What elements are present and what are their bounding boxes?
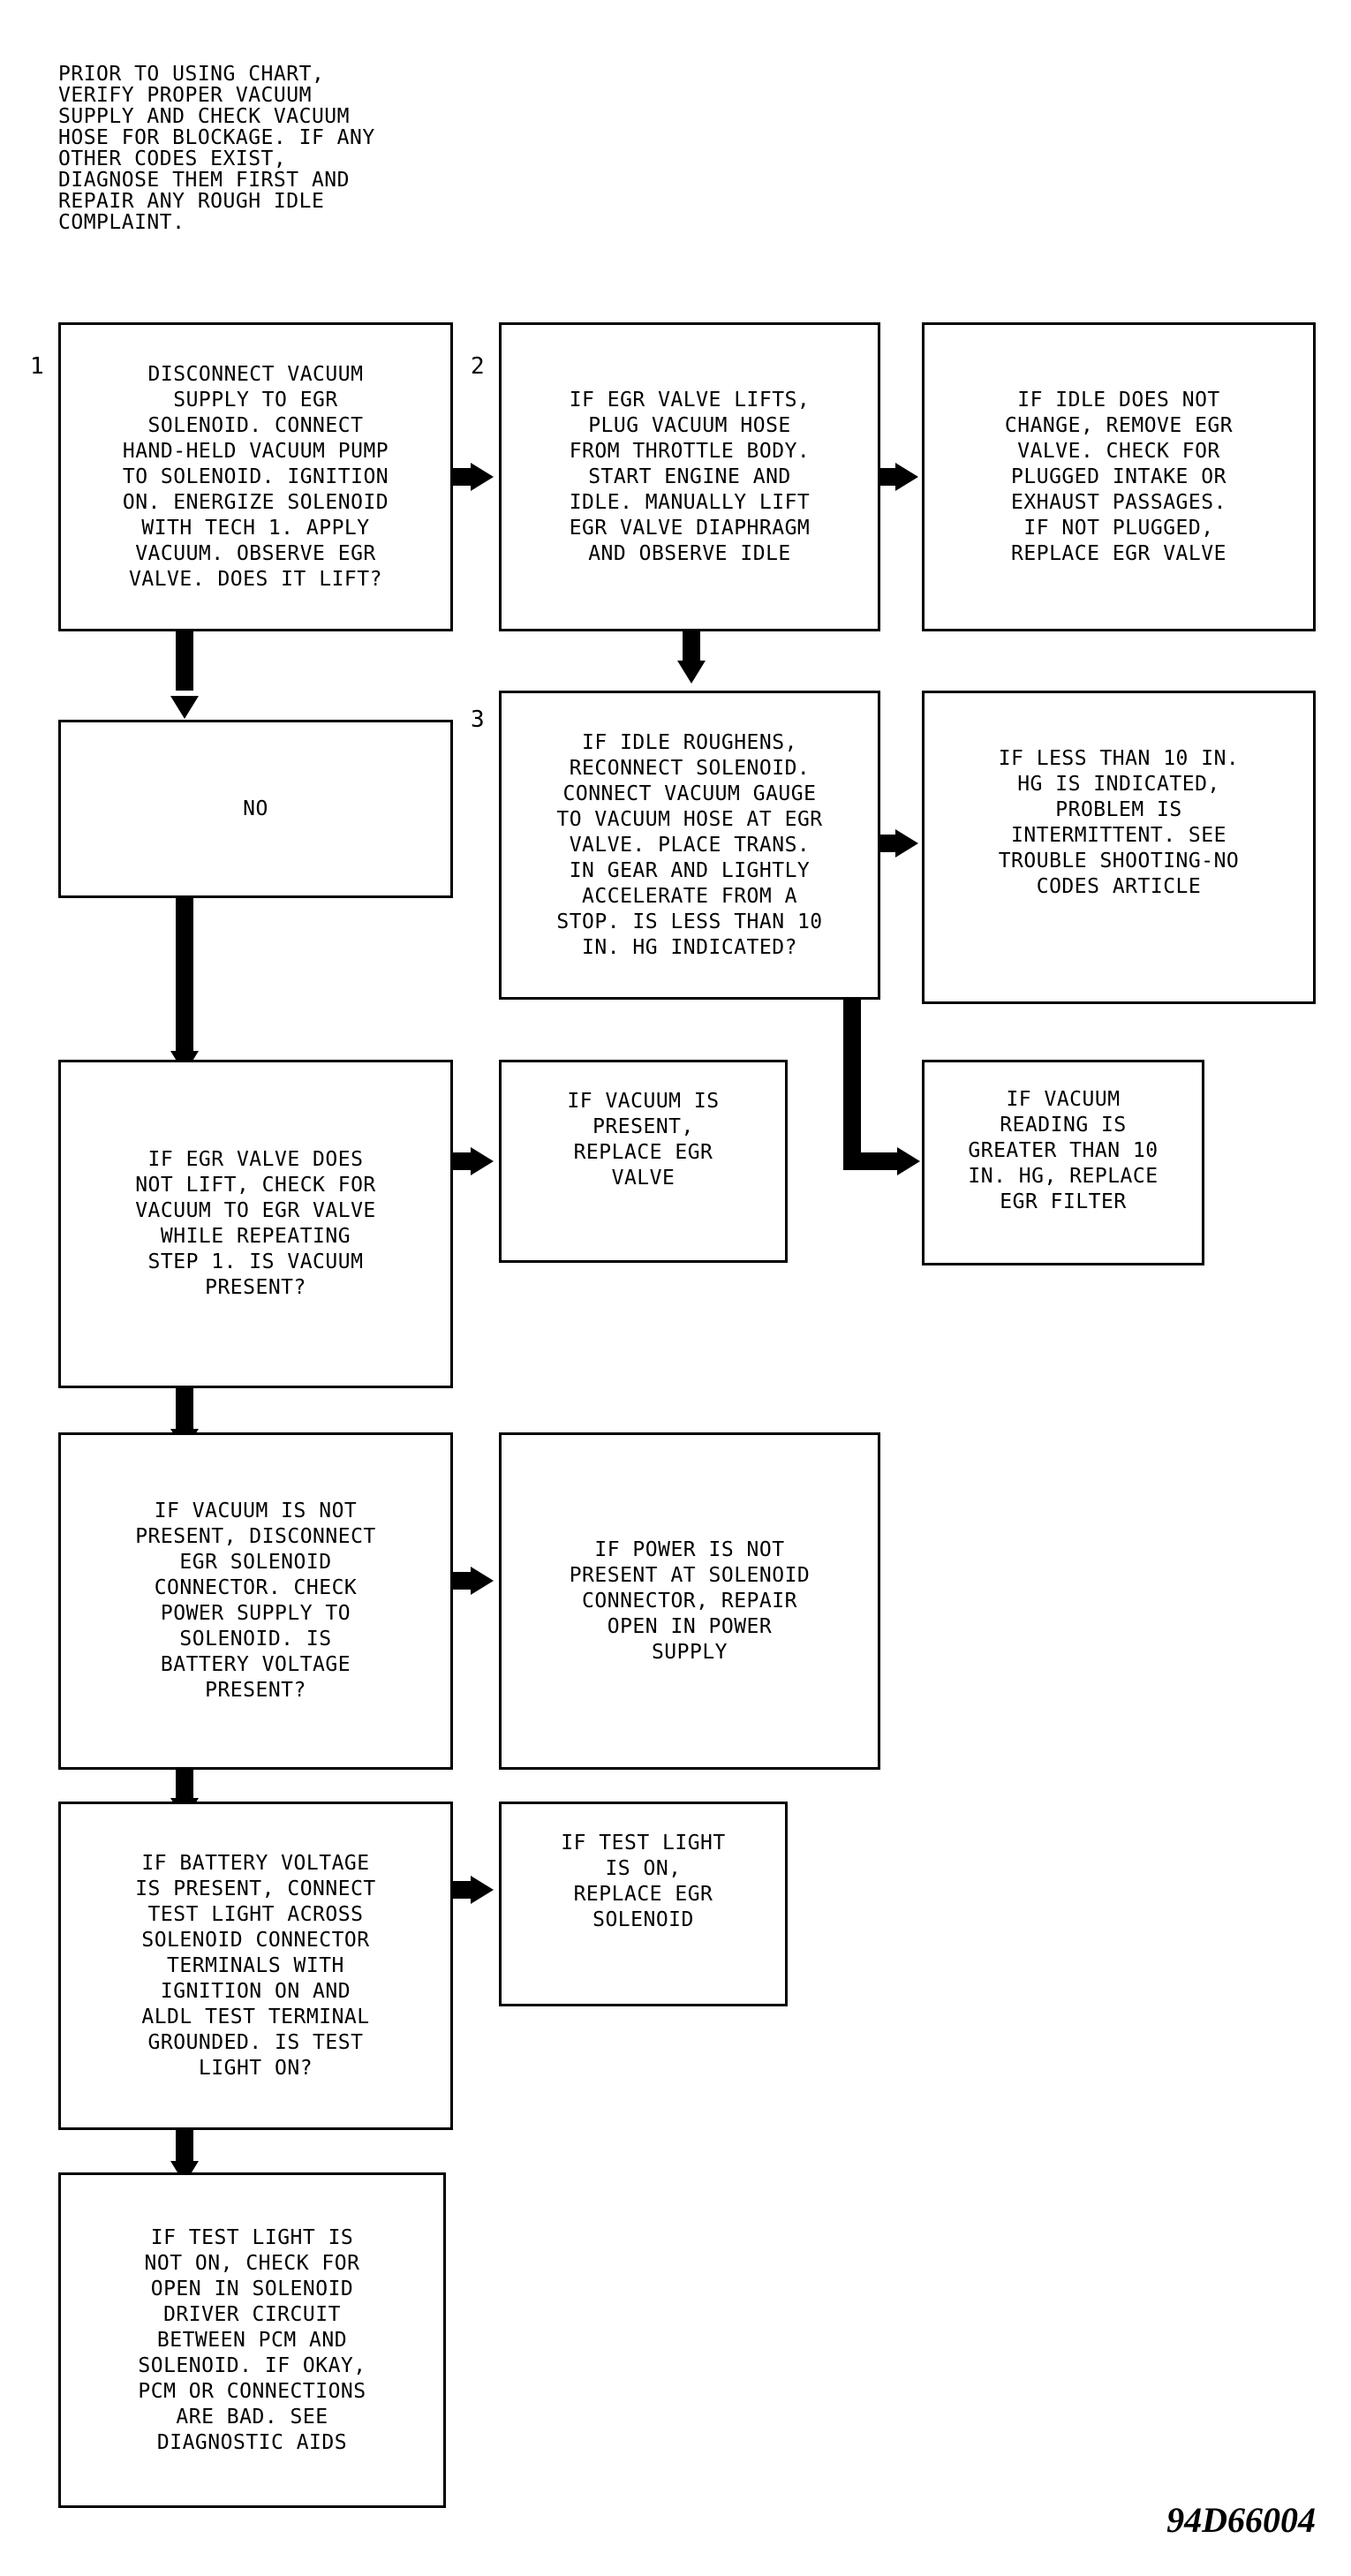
connector-arrowhead <box>471 1567 494 1595</box>
connector-to-greater-than-10 <box>843 1152 898 1170</box>
step-2-number: 2 <box>471 353 485 380</box>
connector-arrowhead <box>170 696 199 719</box>
prerequisite-note: PRIOR TO USING CHART, VERIFY PROPER VACU… <box>58 63 375 234</box>
connector-step2-to-idle-no-change <box>879 468 896 486</box>
connector-step1-to-no <box>176 629 193 691</box>
connector-arrowhead <box>897 1147 920 1175</box>
connector-arrowhead <box>895 829 918 857</box>
connector-to-battery-present <box>176 1768 193 1802</box>
connector-to-test-light-not-on <box>176 2128 193 2164</box>
less-than-10-box: IF LESS THAN 10 IN. HG IS INDICATED, PRO… <box>922 691 1316 1004</box>
step-3-box: IF IDLE ROUGHENS, RECONNECT SOLENOID. CO… <box>499 691 880 1000</box>
vacuum-present-box: IF VACUUM IS PRESENT, REPLACE EGR VALVE <box>499 1060 788 1263</box>
connector-arrowhead <box>471 463 494 491</box>
connector-arrowhead <box>471 1147 494 1175</box>
idle-no-change-box: IF IDLE DOES NOT CHANGE, REMOVE EGR VALV… <box>922 322 1316 631</box>
connector-arrowhead <box>677 661 706 684</box>
step-3-number: 3 <box>471 706 485 733</box>
vacuum-not-present-box: IF VACUUM IS NOT PRESENT, DISCONNECT EGR… <box>58 1432 453 1770</box>
test-light-not-on-box: IF TEST LIGHT IS NOT ON, CHECK FOR OPEN … <box>58 2172 446 2508</box>
power-not-present-box: IF POWER IS NOT PRESENT AT SOLENOID CONN… <box>499 1432 880 1770</box>
test-light-on-box: IF TEST LIGHT IS ON, REPLACE EGR SOLENOI… <box>499 1802 788 2006</box>
connector-to-vacuum-present <box>450 1152 473 1170</box>
step-1-box: DISCONNECT VACUUM SUPPLY TO EGR SOLENOID… <box>58 322 453 631</box>
greater-than-10-box: IF VACUUM READING IS GREATER THAN 10 IN.… <box>922 1060 1204 1265</box>
step-2-box: IF EGR VALVE LIFTS, PLUG VACUUM HOSE FRO… <box>499 322 880 631</box>
battery-present-box: IF BATTERY VOLTAGE IS PRESENT, CONNECT T… <box>58 1802 453 2130</box>
no-box: NO <box>58 720 453 898</box>
connector-step1-to-step2 <box>450 468 473 486</box>
figure-id: 94D66004 <box>1166 2500 1316 2540</box>
connector-arrowhead <box>895 463 918 491</box>
step-1-number: 1 <box>30 353 44 380</box>
connector-to-vacuum-not-present <box>176 1386 193 1431</box>
valve-not-lift-box: IF EGR VALVE DOES NOT LIFT, CHECK FOR VA… <box>58 1060 453 1388</box>
connector-step3-down <box>843 998 861 1170</box>
connector-to-test-light-on <box>450 1881 473 1899</box>
connector-to-power-not-present <box>450 1572 473 1590</box>
connector-step3-to-less-than-10 <box>879 835 896 852</box>
connector-no-to-valve-not-lift <box>176 896 193 1055</box>
connector-arrowhead <box>471 1876 494 1904</box>
connector-step2-to-step3 <box>683 629 700 664</box>
